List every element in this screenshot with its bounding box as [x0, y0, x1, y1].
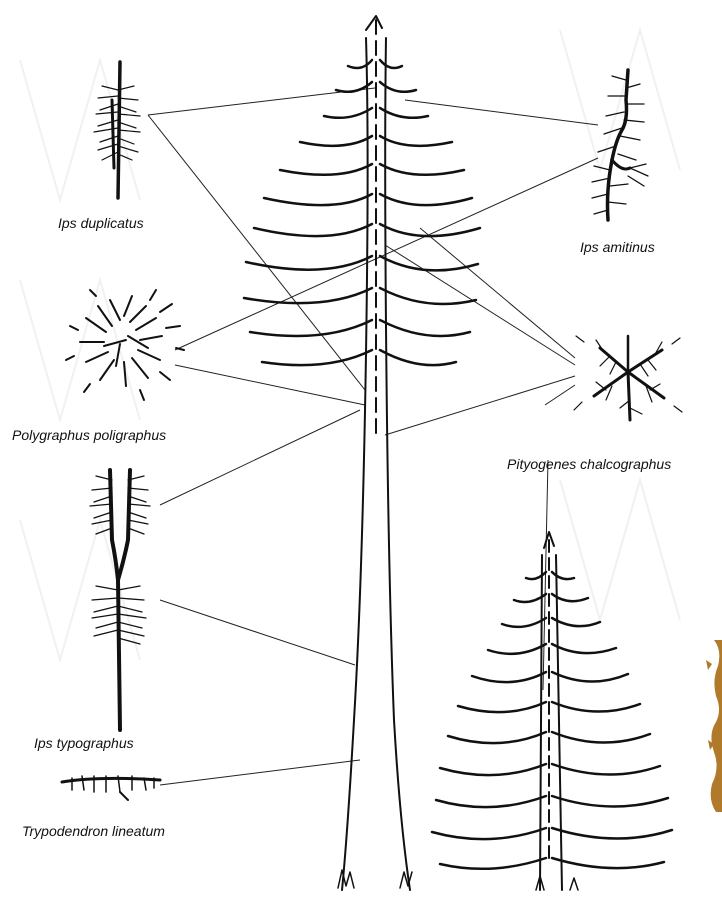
- label-polygraphus-poligraphus: Polygraphus poligraphus: [12, 427, 166, 443]
- ips-amitinus-gallery: [592, 70, 648, 220]
- label-trypodendron-lineatum: Trypodendron lineatum: [22, 823, 165, 839]
- tall-spruce-illustration: [244, 16, 480, 890]
- label-ips-typographus: Ips typographus: [34, 735, 134, 751]
- pityogenes-chalcographus-gallery: [574, 336, 682, 420]
- leader-lines: [148, 88, 598, 785]
- bark-fragment-illustration: [706, 640, 722, 812]
- label-ips-amitinus: Ips amitinus: [580, 239, 655, 255]
- label-ips-duplicatus: Ips duplicatus: [58, 215, 144, 231]
- small-spruce-illustration: [432, 532, 672, 890]
- small-spruce-branches: [432, 572, 672, 869]
- polygraphus-poligraphus-gallery: [66, 290, 184, 400]
- ips-typographus-gallery: [90, 470, 150, 730]
- trypodendron-lineatum-gallery: [62, 776, 160, 800]
- tall-spruce-branches: [244, 60, 480, 365]
- label-pityogenes-chalcographus: Pityogenes chalcographus: [507, 456, 671, 472]
